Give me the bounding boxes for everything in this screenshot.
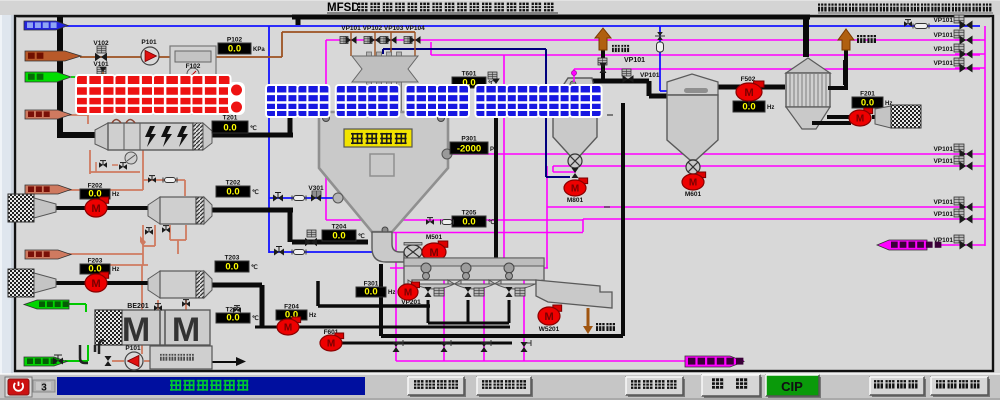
svg-text:0.0: 0.0 — [364, 287, 377, 298]
svg-text:Hz: Hz — [309, 313, 316, 319]
svg-text:P301: P301 — [461, 136, 477, 143]
svg-text:Hz: Hz — [885, 101, 892, 107]
svg-text:3: 3 — [41, 383, 47, 394]
svg-text:T203: T203 — [225, 255, 240, 262]
svg-text:F102: F102 — [186, 63, 201, 70]
svg-text:VP101: VP101 — [933, 211, 953, 218]
svg-text:V101: V101 — [93, 61, 109, 68]
svg-text:VP101: VP101 — [933, 158, 953, 165]
svg-text:VP101: VP101 — [933, 237, 953, 244]
svg-text:0.0: 0.0 — [228, 44, 241, 55]
svg-text:Hz: Hz — [388, 290, 395, 296]
svg-text:Hz: Hz — [767, 105, 774, 111]
svg-text:M: M — [122, 311, 150, 349]
svg-text:M: M — [544, 311, 553, 323]
svg-text:T204: T204 — [332, 224, 347, 231]
svg-text:V102: V102 — [93, 40, 109, 47]
svg-text:VP101: VP101 — [933, 199, 953, 206]
svg-text:VP201: VP201 — [401, 299, 421, 306]
svg-text:℃: ℃ — [252, 189, 259, 196]
svg-text:0.0: 0.0 — [742, 102, 755, 113]
svg-text:℃: ℃ — [250, 125, 257, 132]
svg-text:0.0: 0.0 — [226, 187, 239, 198]
svg-text:VP101: VP101 — [933, 146, 953, 153]
svg-text:VP101: VP101 — [933, 32, 953, 39]
svg-text:VP101: VP101 — [933, 17, 953, 24]
svg-text:T202: T202 — [226, 180, 241, 187]
svg-text:Hz: Hz — [112, 267, 119, 273]
svg-text:M: M — [284, 323, 292, 334]
svg-text:0.0: 0.0 — [462, 78, 475, 89]
svg-text:M: M — [689, 178, 697, 189]
svg-text:T201: T201 — [223, 115, 238, 122]
svg-text:℃: ℃ — [252, 315, 259, 322]
svg-text:T205: T205 — [462, 210, 477, 217]
svg-text:Pa: Pa — [490, 147, 498, 153]
svg-text:VP101: VP101 — [933, 46, 953, 53]
svg-text:℃: ℃ — [488, 80, 495, 87]
svg-text:F202: F202 — [88, 183, 103, 190]
svg-text:M: M — [91, 278, 100, 290]
svg-text:T601: T601 — [462, 71, 477, 78]
svg-text:0.0: 0.0 — [462, 217, 475, 228]
svg-text:F204: F204 — [284, 304, 299, 311]
svg-text:M: M — [404, 288, 412, 299]
svg-text:VP101 VP102 VP103 VP104: VP101 VP102 VP103 VP104 — [341, 25, 425, 32]
svg-text:℃: ℃ — [488, 219, 495, 226]
svg-text:Hz: Hz — [112, 192, 119, 198]
svg-text:0.0: 0.0 — [226, 313, 239, 324]
svg-text:V301: V301 — [308, 185, 324, 192]
svg-text:F203: F203 — [88, 258, 103, 265]
svg-text:F502: F502 — [741, 76, 756, 83]
svg-text:M: M — [172, 311, 200, 349]
svg-text:P101: P101 — [141, 39, 157, 46]
svg-text:CIP: CIP — [781, 379, 803, 394]
svg-text:M: M — [327, 339, 335, 350]
svg-text:M: M — [744, 87, 753, 99]
svg-text:W5201: W5201 — [539, 326, 560, 333]
svg-text:P102: P102 — [227, 37, 243, 44]
svg-text:KPa: KPa — [253, 47, 265, 53]
svg-text:CIP: CIP — [781, 379, 803, 394]
svg-text:VP101: VP101 — [640, 72, 660, 79]
svg-text:VP101: VP101 — [624, 57, 645, 64]
svg-text:M: M — [91, 203, 100, 215]
svg-text:0.0: 0.0 — [861, 98, 874, 109]
svg-text:F201: F201 — [860, 91, 875, 98]
svg-text:0.0: 0.0 — [88, 264, 101, 275]
svg-text:M: M — [429, 247, 438, 259]
svg-text:VP101: VP101 — [933, 60, 953, 67]
svg-text:M501: M501 — [426, 234, 443, 241]
svg-text:F601: F601 — [324, 329, 339, 336]
svg-text:MFSD: MFSD — [327, 2, 360, 14]
svg-text:M801: M801 — [567, 197, 584, 204]
svg-text:℃: ℃ — [251, 264, 258, 271]
svg-text:F301: F301 — [364, 281, 379, 288]
svg-text:P101: P101 — [125, 345, 141, 352]
svg-text:0.0: 0.0 — [225, 262, 238, 273]
svg-text:0.0: 0.0 — [332, 231, 345, 242]
svg-text:M601: M601 — [685, 191, 702, 198]
svg-text:-2000: -2000 — [457, 144, 481, 155]
svg-text:M: M — [856, 114, 864, 125]
svg-text:0.0: 0.0 — [88, 189, 101, 200]
svg-text:M: M — [571, 184, 579, 195]
svg-text:0.0: 0.0 — [223, 123, 236, 134]
svg-text:℃: ℃ — [358, 233, 365, 240]
svg-text:0.0: 0.0 — [285, 310, 298, 321]
svg-text:BE201: BE201 — [127, 303, 149, 310]
